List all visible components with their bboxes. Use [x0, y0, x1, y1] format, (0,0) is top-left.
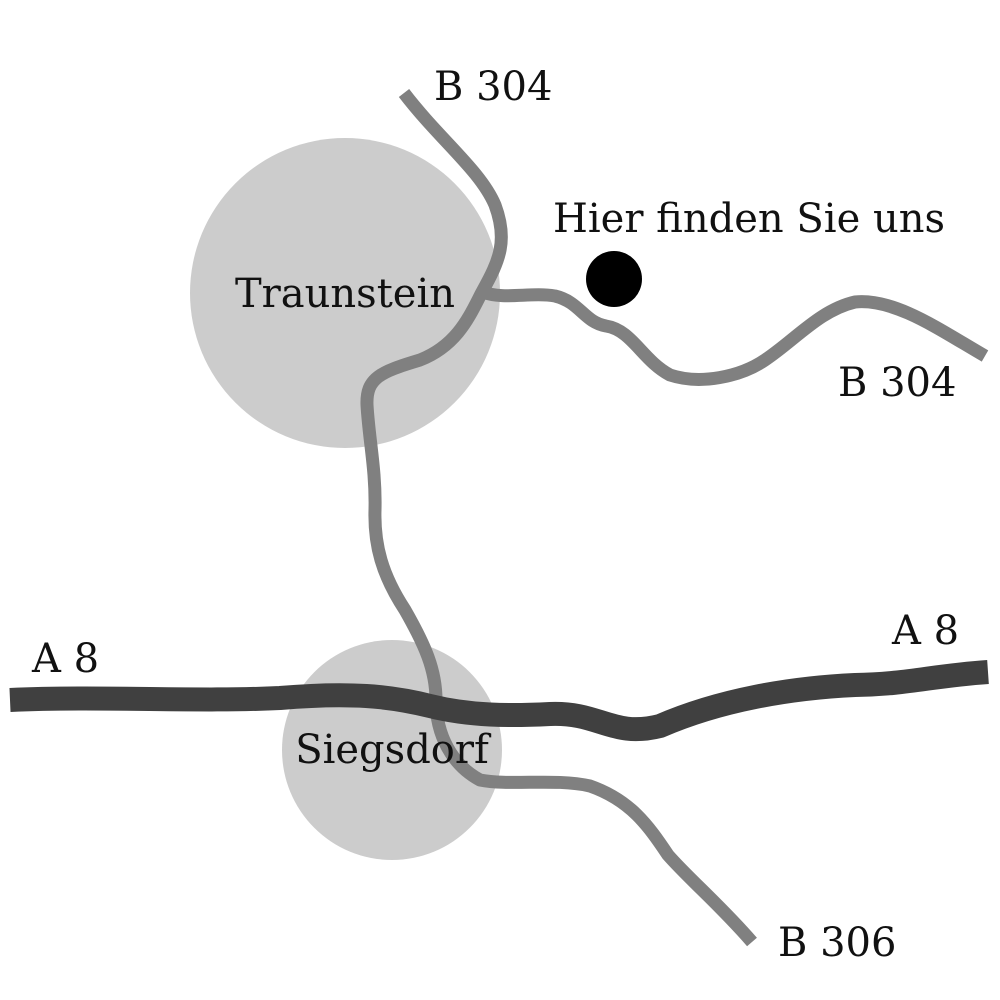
road-b304-east [479, 285, 989, 386]
road-label-a8-west: A 8 [31, 636, 99, 682]
town-area-traunstein [190, 138, 500, 448]
town-label-traunstein: Traunstein [235, 271, 455, 317]
road-label-a8-east: A 8 [891, 608, 959, 654]
location-marker-label: Hier finden Sie uns [553, 196, 945, 242]
road-label-b306: B 306 [778, 920, 896, 966]
location-marker [586, 251, 642, 307]
town-label-siegsdorf: Siegsdorf [295, 727, 492, 773]
road-a8 [9, 660, 989, 742]
road-label-b304-east: B 304 [838, 360, 956, 406]
road-b304-north [360, 89, 757, 947]
road-label-b304-north: B 304 [434, 64, 552, 110]
